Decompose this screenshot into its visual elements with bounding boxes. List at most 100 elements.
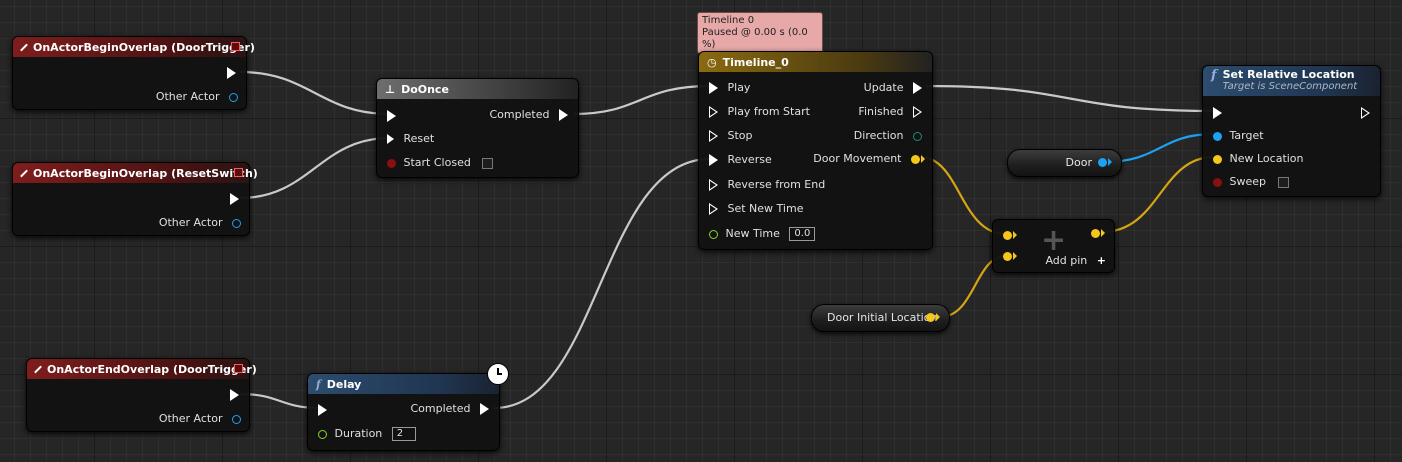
event-node-end-overlap-door-trigger[interactable]: OnActorEndOverlap (DoorTrigger) Other Ac…: [26, 358, 257, 432]
event-icon: [20, 43, 28, 51]
object-pin-icon[interactable]: [1213, 131, 1222, 141]
event-node-header[interactable]: OnActorBeginOverlap (ResetSwitch): [13, 163, 258, 183]
exec-pin-icon[interactable]: [709, 203, 718, 215]
exec-pin-icon[interactable]: [559, 109, 568, 121]
delegate-pin-icon[interactable]: [231, 42, 240, 51]
door-variable-label: Door: [1065, 156, 1092, 169]
exec-pin-icon[interactable]: [1213, 107, 1222, 119]
event-node-begin-overlap-reset-switch[interactable]: OnActorBeginOverlap (ResetSwitch) Other …: [12, 162, 258, 236]
finished-label: Finished: [858, 105, 904, 118]
sweep-checkbox[interactable]: [1277, 176, 1289, 188]
event-node-header[interactable]: OnActorBeginOverlap (DoorTrigger): [13, 37, 255, 57]
play-from-start-pin[interactable]: Play from Start: [709, 105, 810, 118]
reverse-pin[interactable]: Reverse: [709, 153, 772, 166]
add-operator-icon: +: [1041, 223, 1067, 258]
stop-pin[interactable]: Stop: [709, 129, 753, 142]
exec-pin-icon[interactable]: [387, 110, 396, 122]
set-new-time-pin[interactable]: Set New Time: [709, 202, 803, 215]
wire-exec: [573, 84, 711, 116]
exec-in-pin[interactable]: [1213, 106, 1222, 119]
other-actor-pin[interactable]: Other Actor: [159, 412, 241, 425]
timeline-status-tooltip: Timeline 0 Paused @ 0.00 s (0.0 %): [697, 12, 823, 54]
exec-pin-icon[interactable]: [230, 193, 239, 205]
other-actor-pin[interactable]: Other Actor: [156, 90, 238, 103]
set-relative-location-node[interactable]: f Set Relative Location Target is SceneC…: [1202, 65, 1381, 197]
target-pin[interactable]: Target: [1213, 129, 1264, 142]
exec-pin-icon[interactable]: [913, 106, 922, 118]
exec-pin-icon[interactable]: [480, 403, 489, 415]
exec-pin-icon[interactable]: [709, 154, 718, 166]
object-pin-icon[interactable]: [232, 414, 241, 424]
other-actor-pin[interactable]: Other Actor: [159, 216, 241, 229]
delay-node[interactable]: f Delay Completed Duration 2: [307, 373, 500, 451]
set-relative-location-header[interactable]: f Set Relative Location Target is SceneC…: [1203, 66, 1380, 96]
exec-out-pin[interactable]: [230, 388, 239, 401]
do-once-node[interactable]: ⊥ DoOnce Completed Reset Start Closed: [376, 78, 579, 178]
completed-pin[interactable]: Completed: [490, 108, 568, 121]
exec-in-pin[interactable]: [318, 403, 327, 416]
vector-in-pin-b-icon[interactable]: [1003, 252, 1017, 261]
door-initial-location-variable-node[interactable]: Door Initial Location: [811, 304, 950, 332]
exec-pin-icon[interactable]: [318, 404, 327, 416]
object-pin-icon[interactable]: [232, 218, 241, 228]
exec-pin-icon[interactable]: [1361, 107, 1370, 119]
start-closed-pin[interactable]: Start Closed: [387, 156, 494, 169]
exec-out-pin[interactable]: [230, 192, 239, 205]
exec-pin-icon[interactable]: [709, 106, 718, 118]
duration-label: Duration: [334, 427, 383, 440]
vector-out-pin-icon[interactable]: [1091, 229, 1105, 238]
wire-exec: [239, 70, 391, 116]
delegate-pin-icon[interactable]: [234, 364, 243, 373]
duration-input[interactable]: 2: [391, 427, 416, 441]
exec-pin-icon[interactable]: [227, 67, 236, 79]
exec-in-pin[interactable]: [387, 109, 396, 122]
new-location-label: New Location: [1229, 152, 1304, 165]
exec-pin-icon[interactable]: [387, 134, 394, 144]
delegate-pin-icon[interactable]: [234, 168, 243, 177]
door-movement-pin[interactable]: Door Movement: [813, 152, 925, 165]
exec-pin-icon[interactable]: [709, 179, 718, 191]
enum-pin-icon[interactable]: [913, 131, 922, 141]
door-variable-node[interactable]: Door: [1007, 149, 1122, 177]
new-time-label: New Time: [725, 227, 780, 240]
reverse-from-end-pin[interactable]: Reverse from End: [709, 178, 825, 191]
new-time-input[interactable]: 0.0: [789, 227, 816, 241]
direction-pin[interactable]: Direction: [854, 129, 922, 142]
timeline-header[interactable]: ◷ Timeline_0: [699, 52, 932, 72]
sweep-pin[interactable]: Sweep: [1213, 175, 1289, 188]
vector-pin-icon[interactable]: [926, 313, 940, 322]
exec-pin-icon[interactable]: [230, 389, 239, 401]
exec-out-pin[interactable]: [227, 66, 236, 79]
vector-in-pin-a-icon[interactable]: [1003, 231, 1017, 240]
new-time-pin[interactable]: New Time 0.0: [709, 227, 816, 241]
float-pin-icon[interactable]: [318, 429, 327, 439]
exec-pin-icon[interactable]: [709, 82, 718, 94]
exec-pin-icon[interactable]: [913, 82, 922, 94]
update-pin[interactable]: Update: [864, 81, 922, 94]
completed-label: Completed: [410, 402, 471, 415]
do-once-header[interactable]: ⊥ DoOnce: [377, 79, 578, 99]
exec-pin-icon[interactable]: [709, 130, 718, 142]
vector-add-node[interactable]: + Add pin +: [992, 219, 1115, 273]
object-pin-icon[interactable]: [1098, 158, 1112, 167]
bool-pin-icon[interactable]: [387, 158, 396, 168]
duration-pin[interactable]: Duration 2: [318, 427, 416, 441]
delay-header[interactable]: f Delay: [308, 374, 499, 394]
bool-pin-icon[interactable]: [1213, 177, 1222, 187]
event-node-begin-overlap-door-trigger[interactable]: OnActorBeginOverlap (DoorTrigger) Other …: [12, 36, 255, 110]
object-pin-icon[interactable]: [229, 92, 238, 102]
exec-out-pin[interactable]: [1361, 106, 1370, 119]
float-pin-icon[interactable]: [709, 229, 718, 239]
vector-pin-icon[interactable]: [1213, 154, 1222, 164]
event-node-header[interactable]: OnActorEndOverlap (DoorTrigger): [27, 359, 257, 379]
start-closed-checkbox[interactable]: [482, 157, 494, 169]
reset-pin[interactable]: Reset: [387, 132, 434, 145]
vector-pin-icon[interactable]: [911, 154, 925, 164]
completed-pin[interactable]: Completed: [410, 402, 489, 415]
play-pin[interactable]: Play: [709, 81, 750, 94]
play-from-start-label: Play from Start: [727, 105, 810, 118]
finished-pin[interactable]: Finished: [858, 105, 922, 118]
timeline-node[interactable]: ◷ Timeline_0 Play Play from Start Stop R…: [698, 51, 933, 250]
new-location-pin[interactable]: New Location: [1213, 152, 1304, 165]
add-pin-button[interactable]: Add pin +: [1045, 254, 1106, 267]
